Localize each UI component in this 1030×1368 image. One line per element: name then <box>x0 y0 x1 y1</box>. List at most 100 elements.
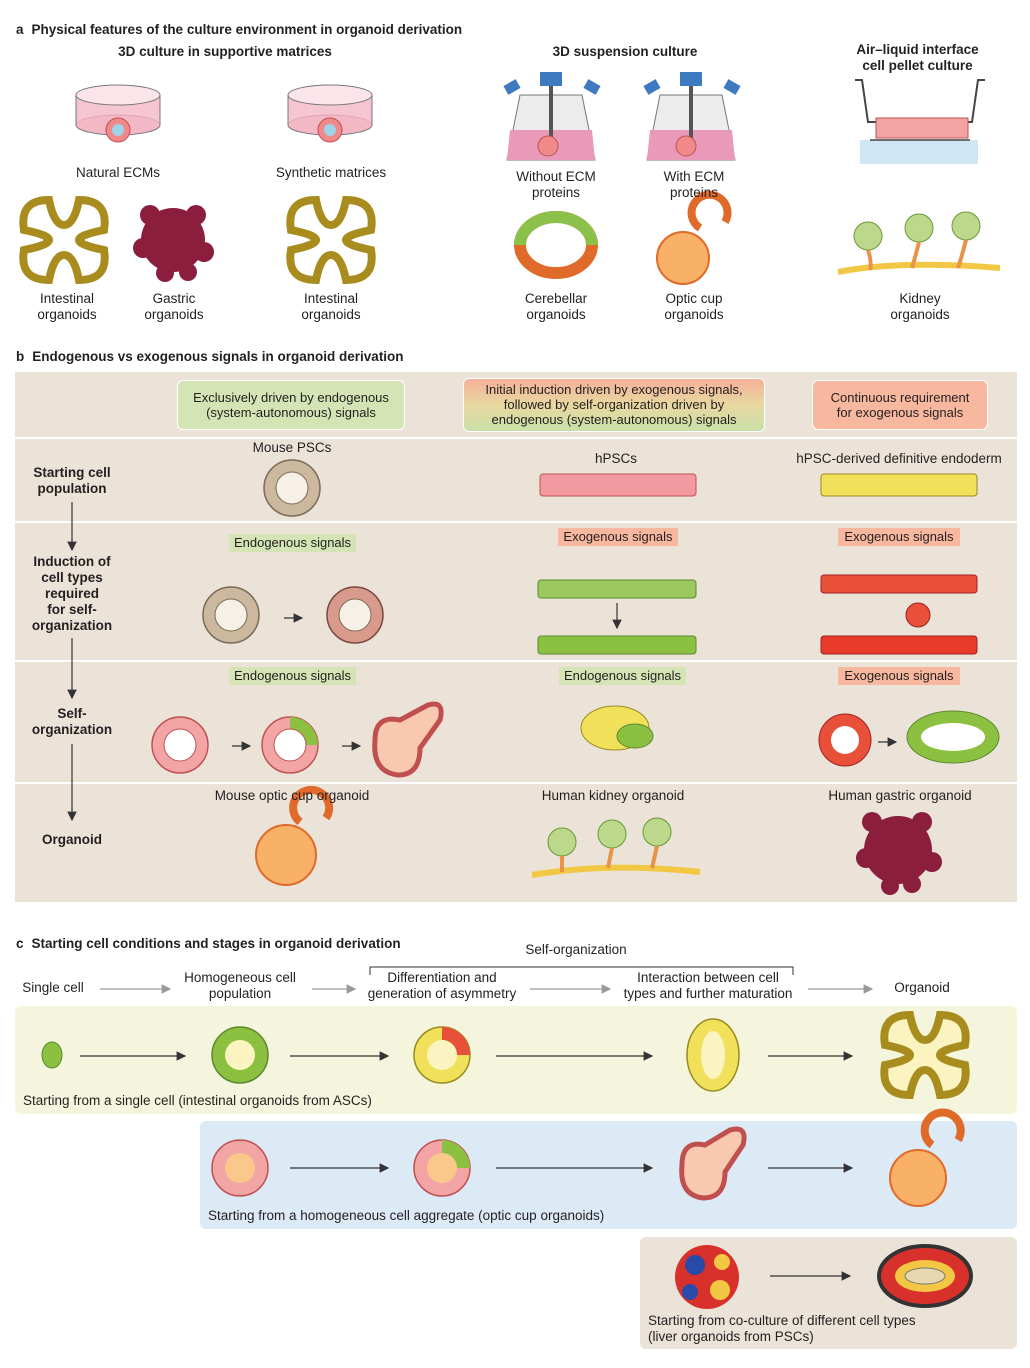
kidney-label: Kidney organoids <box>870 291 970 323</box>
cerebellar-line2: organoids <box>526 307 586 322</box>
band-coculture-caption: Starting from co-culture of different ce… <box>648 1313 916 1345</box>
header-col2-line2: followed by self-organization driven by <box>503 397 725 412</box>
panel-a-title-text: Physical features of the culture environ… <box>31 22 463 37</box>
exogenous-signals-badge-2: Exogenous signals <box>838 528 960 546</box>
panel-c-title-text: Starting cell conditions and stages in o… <box>31 936 401 951</box>
row-induction-label: Induction of cell types required for sel… <box>12 554 132 634</box>
mouse-optic-label: Mouse optic cup organoid <box>214 788 370 803</box>
petri-dish-synthetic-icon <box>287 84 373 143</box>
row2-line1: Induction of <box>33 554 111 569</box>
optic-label: Optic cup organoids <box>644 291 744 323</box>
stage-organoid: Organoid <box>894 980 950 995</box>
kidney-cluster-icon <box>580 705 654 751</box>
stage-single-cell: Single cell <box>22 980 84 995</box>
intestinal-organoid-icon <box>286 195 376 285</box>
row-organoid-label: Organoid <box>42 832 102 847</box>
stage4-line1: Interaction between cell <box>637 970 779 985</box>
row-selforg-label: Self- organization <box>12 706 132 738</box>
natural-ecm-label: Natural ECMs <box>75 165 161 180</box>
synthetic-matrices-label: Synthetic matrices <box>275 165 387 180</box>
row-starting-label: Starting cell population <box>12 465 132 497</box>
kidney-line1: Kidney <box>899 291 941 306</box>
petri-dish-natural-icon <box>75 84 161 143</box>
hpscs-label: hPSCs <box>594 451 638 466</box>
without-ecm-line1: Without ECM <box>516 169 596 184</box>
endoderm-induced-rows-icon <box>820 574 978 655</box>
spinner-flask-without-ecm-icon <box>503 72 601 161</box>
spinner-flask-with-ecm-icon <box>643 72 741 161</box>
stage2-line1: Homogeneous cell <box>184 970 296 985</box>
row2-line2: cell types <box>41 570 103 585</box>
human-gastric-icon <box>856 812 942 895</box>
panel-c-title: c Starting cell conditions and stages in … <box>16 936 401 951</box>
header-exogenous-badge: Continuous requirement for exogenous sig… <box>812 380 988 430</box>
header-col1-line2: (system-autonomous) signals <box>206 405 376 420</box>
endogenous-signals-badge-2: Endogenous signals <box>229 667 356 685</box>
intestinal-2-label: Intestinal organoids <box>281 291 381 323</box>
stage-interaction: Interaction between cell types and furth… <box>612 970 804 1002</box>
kidney-organoid-icon <box>837 211 1001 275</box>
human-gastric-label: Human gastric organoid <box>828 788 972 803</box>
stage3-line1: Differentiation and <box>387 970 497 985</box>
panel-a-title: a Physical features of the culture enviro… <box>16 22 462 37</box>
stage4-line2: types and further maturation <box>623 986 793 1001</box>
mouse-psc-ring-icon <box>263 459 321 517</box>
header-mixed-badge: Initial induction driven by exogenous si… <box>463 378 765 432</box>
header-col1-line1: Exclusively driven by endogenous <box>193 390 389 405</box>
panel-b-row-divider <box>15 660 1017 662</box>
group-ali-label: Air–liquid interface cell pellet culture <box>840 42 995 74</box>
hpsc-induced-rows-icon <box>537 579 697 655</box>
endogenous-signals-badge-3: Endogenous signals <box>559 667 686 685</box>
intestinal-1-line2: organoids <box>37 307 97 322</box>
human-kidney-icon <box>531 817 701 878</box>
induction-ring-left-icon <box>202 586 260 644</box>
row2-line5: organization <box>31 618 113 633</box>
cerebellar-line1: Cerebellar <box>524 291 588 306</box>
hpsc-endoderm-label: hPSC-derived definitive endoderm <box>796 451 1002 466</box>
gastric-line1: Gastric <box>152 291 196 306</box>
intestinal-organoid-icon <box>19 195 109 285</box>
selforg-elongated-icon <box>372 701 444 778</box>
intestinal-1-label: Intestinal organoids <box>17 291 117 323</box>
panel-b-row-divider <box>15 521 1017 523</box>
band3-line1: Starting from co-culture of different ce… <box>648 1313 916 1328</box>
header-col3-line2: for exogenous signals <box>836 405 964 420</box>
cerebellar-label: Cerebellar organoids <box>506 291 606 323</box>
selforg-ring-1-icon <box>151 716 209 774</box>
group-3d-matrix-label: 3D culture in supportive matrices <box>118 44 332 59</box>
stage3-line2: generation of asymmetry <box>367 986 517 1001</box>
header-col2-line3: endogenous (system-autonomous) signals <box>491 412 737 427</box>
hpsc-row-icon <box>539 473 697 497</box>
intestinal-1-line1: Intestinal <box>39 291 95 306</box>
gastric-organoid-icon <box>133 205 214 282</box>
row2-line4: for self- <box>47 602 97 617</box>
panel-b-title-text: Endogenous vs exogenous signals in organ… <box>32 349 404 364</box>
group-ali-line2: cell pellet culture <box>862 58 973 73</box>
selforg-ring-2-icon <box>261 716 319 774</box>
band-aggregate <box>200 1121 1017 1229</box>
panel-c-letter: c <box>16 936 24 951</box>
group-suspension-label: 3D suspension culture <box>552 44 698 59</box>
endogenous-signals-badge-1: Endogenous signals <box>229 534 356 552</box>
with-ecm-label: With ECM proteins <box>640 169 748 201</box>
induction-ring-right-icon <box>326 586 384 644</box>
transwell-icon <box>855 79 985 164</box>
optic-cup-organoid-icon <box>656 190 732 285</box>
mouse-pscs-label: Mouse PSCs <box>252 440 332 455</box>
row3-line2: organization <box>31 722 113 737</box>
without-ecm-label: Without ECM proteins <box>500 169 612 201</box>
band-single-cell-caption: Starting from a single cell (intestinal … <box>23 1093 372 1108</box>
panel-b-row-divider <box>15 782 1017 784</box>
group-ali-line1: Air–liquid interface <box>856 42 979 57</box>
stage2-line2: population <box>208 986 272 1001</box>
panel-a-letter: a <box>16 22 24 37</box>
with-ecm-line2: proteins <box>669 185 719 200</box>
without-ecm-line2: proteins <box>531 185 581 200</box>
band3-line2: (liver organoids from PSCs) <box>648 1329 814 1344</box>
panel-b-row-divider <box>15 437 1017 439</box>
gastric-label: Gastric organoids <box>124 291 224 323</box>
header-col3-line1: Continuous requirement <box>830 390 970 405</box>
kidney-line2: organoids <box>890 307 950 322</box>
panel-b-letter: b <box>16 349 25 364</box>
